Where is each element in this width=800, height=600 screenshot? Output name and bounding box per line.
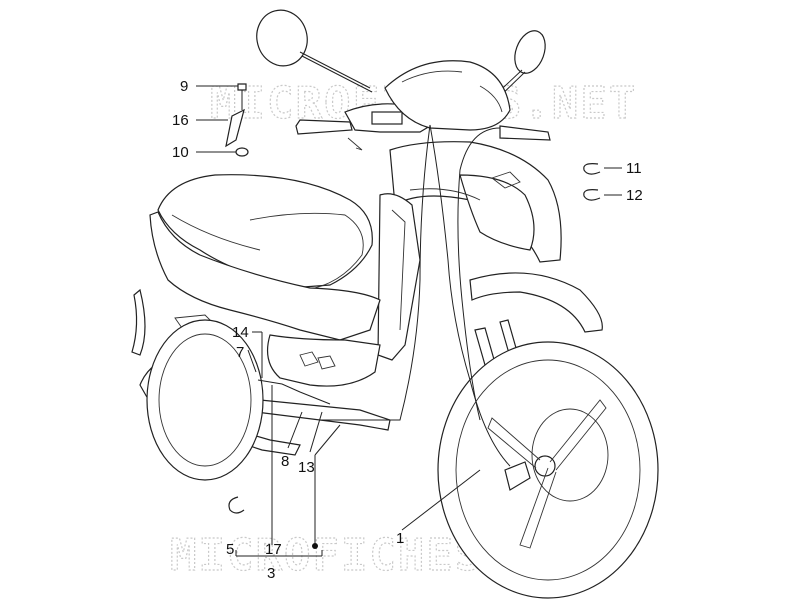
callout-17: 17 [265,541,282,558]
front-mudguard [469,272,603,333]
floorboard [267,334,381,387]
callout-7: 7 [236,344,244,361]
callout-12: 12 [626,187,643,204]
callout-3: 3 [267,565,275,582]
leg-shield-panel [377,193,421,361]
rear-body [131,211,381,356]
clip-part-5 [228,496,245,514]
callout-labels: 9 16 10 11 12 14 7 8 13 1 5 17 3 [172,78,643,582]
bolt-part-9 [237,83,247,110]
callout-13: 13 [298,459,315,476]
right-mirror [489,30,546,104]
rear-wheel [146,319,264,481]
seat [157,174,373,291]
front-wheel [437,341,659,599]
callout-10: 10 [172,144,189,161]
scooter-drawing [131,9,659,599]
front-cowl [384,60,511,131]
leader-lines [196,85,622,557]
clip-part-12 [583,189,601,201]
callout-11: 11 [626,160,642,177]
callout-1: 1 [396,530,404,547]
left-mirror [256,9,373,93]
clip-part-11 [583,163,601,175]
callout-8: 8 [281,453,289,470]
spacer-part-16 [225,108,245,148]
nut-part-10 [235,147,249,157]
callout-16: 16 [172,112,189,129]
callout-5: 5 [226,541,234,558]
front-shield [389,141,562,263]
callout-14: 14 [232,324,249,341]
callout-9: 9 [180,78,188,95]
brake-cables [257,124,511,467]
